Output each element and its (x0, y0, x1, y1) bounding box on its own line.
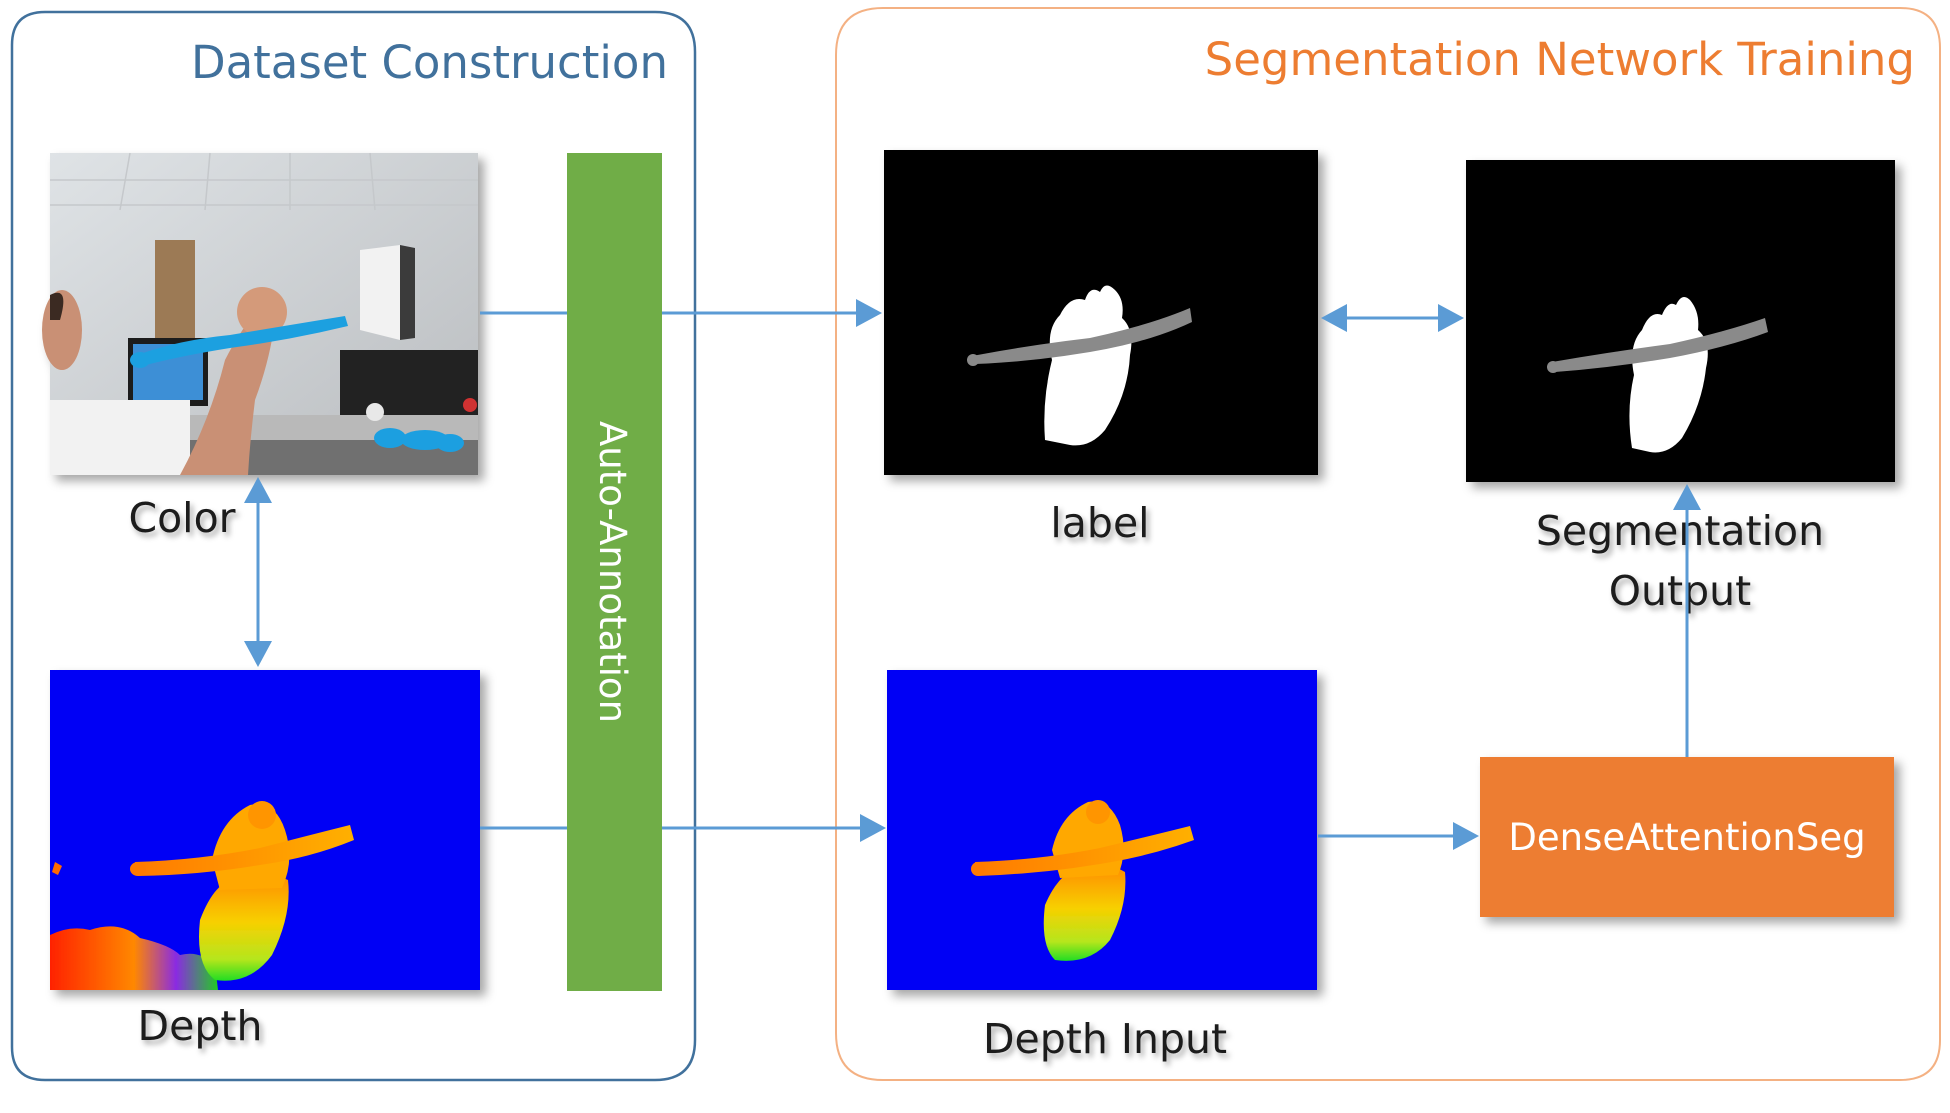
label-output-arrowhead-left (1321, 304, 1347, 332)
depth-image (50, 670, 480, 990)
auto-annotation-block: Auto-Annotation (567, 153, 662, 991)
label-image (884, 150, 1318, 475)
training-panel-border (835, 7, 1941, 1081)
connectors (244, 299, 1701, 850)
label-output-arrowhead-right (1438, 304, 1464, 332)
depth-caption: Depth (138, 1002, 263, 1050)
annotation-to-label-arrowhead (856, 299, 882, 327)
dataset-panel-title: Dataset Construction (191, 36, 668, 89)
color-depth-arrowhead-up (244, 477, 272, 503)
segmentation-output-image (1466, 160, 1895, 482)
network-label: DenseAttentionSeg (1508, 816, 1865, 859)
color-depth-arrowhead-down (244, 641, 272, 667)
label-caption: label (1050, 499, 1149, 547)
auto-annotation-label: Auto-Annotation (591, 421, 634, 723)
training-panel-title: Segmentation Network Training (1205, 33, 1915, 86)
dataset-panel-border (10, 10, 697, 1082)
dense-attention-seg-block: DenseAttentionSeg (1480, 757, 1894, 917)
network-to-output-arrowhead (1673, 484, 1701, 510)
depth-input-caption: Depth Input (983, 1015, 1227, 1063)
annotation-to-depth-input-arrowhead (860, 814, 886, 842)
segmentation-training-panel: Segmentation Network Training (835, 7, 1941, 1081)
dataset-construction-panel: Dataset Construction (10, 10, 697, 1082)
auto-annotation-bar (567, 153, 662, 991)
network-box (1480, 757, 1894, 917)
depth-input-image (887, 670, 1317, 990)
segmentation-output-caption-line1: Segmentation (1536, 507, 1824, 555)
color-caption: Color (128, 494, 235, 542)
segmentation-output-caption-line2: Output (1609, 567, 1751, 615)
color-image (42, 152, 478, 475)
depth-input-to-network-arrowhead (1453, 822, 1479, 850)
